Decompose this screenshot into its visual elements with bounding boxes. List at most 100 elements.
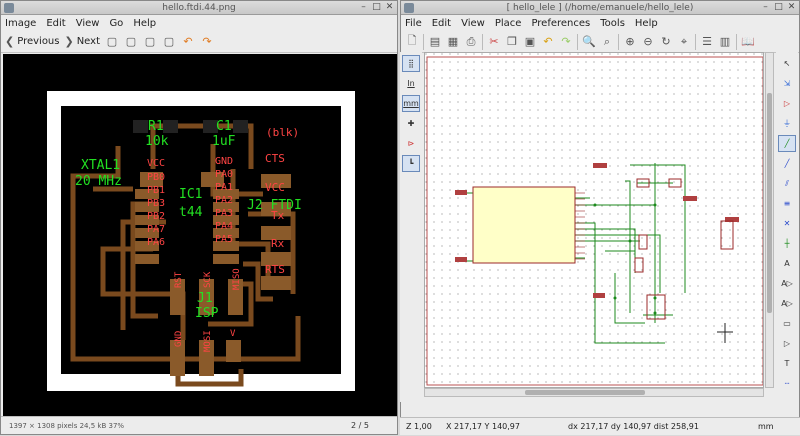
zoom-in-icon[interactable]: ⊕ xyxy=(623,34,637,50)
grid-toggle-icon[interactable]: ⣿ xyxy=(402,55,420,72)
library-editor-icon[interactable]: ▥ xyxy=(718,34,732,50)
graphic-line-icon[interactable]: ┄ xyxy=(778,375,796,392)
menu-tools[interactable]: Tools xyxy=(600,18,625,29)
zoom-out-icon[interactable]: ▢ xyxy=(124,34,138,50)
select-icon[interactable]: ↖ xyxy=(778,55,796,72)
viewer-toolbar: ❮ Previous ❯ Next ▢ ▢ ▢ ▢ ↶ ↷ xyxy=(1,31,397,53)
bus-to-bus-icon[interactable]: ≡ xyxy=(778,195,796,212)
menu-view[interactable]: View xyxy=(461,18,485,29)
schematic-drawing xyxy=(425,53,764,388)
pad-sck: SCK xyxy=(203,271,213,288)
c1-label: C1 xyxy=(216,119,232,134)
best-fit-icon[interactable]: ▢ xyxy=(162,34,176,50)
close-icon[interactable]: ✕ xyxy=(786,2,797,13)
vertical-scrollbar[interactable] xyxy=(765,52,774,388)
highlight-net-icon[interactable]: ⇲ xyxy=(778,75,796,92)
minimize-icon[interactable]: – xyxy=(760,2,771,13)
menu-place[interactable]: Place xyxy=(495,18,522,29)
kicad-menubar: File Edit View Place Preferences Tools H… xyxy=(401,15,799,31)
print-icon[interactable]: ⎙ xyxy=(464,34,478,50)
place-bus-icon[interactable]: ╱ xyxy=(778,155,796,172)
pad-pa2: PA2 xyxy=(215,195,233,206)
viewer-title: hello.ftdi.44.png xyxy=(162,3,236,13)
r1-value: 10k xyxy=(145,134,169,149)
viewer-menubar: Image Edit View Go Help xyxy=(1,15,397,31)
hierarchy-icon[interactable]: ☰ xyxy=(700,34,714,50)
r1-label: R1 xyxy=(148,119,164,134)
app-icon xyxy=(404,3,414,13)
global-label-icon[interactable]: A▷ xyxy=(778,275,796,292)
menu-edit[interactable]: Edit xyxy=(46,18,65,29)
pad-pb2: PB2 xyxy=(147,211,165,222)
redraw-icon[interactable]: ↻ xyxy=(659,34,673,50)
normal-size-icon[interactable]: ▢ xyxy=(143,34,157,50)
units-inch-button[interactable]: In xyxy=(402,75,420,92)
xtal-label: XTAL1 xyxy=(81,158,120,173)
minimize-icon[interactable]: – xyxy=(358,2,369,13)
menu-help[interactable]: Help xyxy=(133,18,156,29)
wire-to-bus-icon[interactable]: ⫽ xyxy=(778,175,796,192)
paste-icon[interactable]: ▣ xyxy=(523,34,537,50)
menu-help[interactable]: Help xyxy=(635,18,658,29)
horizontal-scroll-thumb[interactable] xyxy=(525,390,645,395)
cursor-shape-icon[interactable]: ✚ xyxy=(402,115,420,132)
hierarchical-label-icon[interactable]: A▷ xyxy=(778,295,796,312)
new-schematic-icon[interactable]: 🗋 xyxy=(405,34,419,50)
ic1-symbol[interactable] xyxy=(473,187,575,263)
find-icon[interactable]: 🔍 xyxy=(582,34,596,50)
hidden-pins-icon[interactable]: ⊳ xyxy=(402,135,420,152)
horizontal-scrollbar[interactable] xyxy=(424,388,764,397)
zoom-out-icon[interactable]: ⊖ xyxy=(641,34,655,50)
pad-pb1: PB1 xyxy=(147,185,165,196)
pad-pb3: PB3 xyxy=(147,198,165,209)
pad-pa5: PA5 xyxy=(215,234,233,245)
isp-label: ISP xyxy=(195,306,219,321)
copy-icon[interactable]: ❐ xyxy=(505,34,519,50)
cut-icon[interactable]: ✂ xyxy=(487,34,501,50)
redo-icon[interactable]: ↷ xyxy=(559,34,573,50)
cursor-position: X 217,17 Y 140,97 xyxy=(446,418,520,436)
next-button[interactable]: ❯ Next xyxy=(64,34,100,50)
menu-file[interactable]: File xyxy=(405,18,422,29)
pad-pa3: PA3 xyxy=(215,208,233,219)
menu-preferences[interactable]: Preferences xyxy=(531,18,590,29)
schematic-canvas[interactable] xyxy=(424,52,764,388)
menu-edit[interactable]: Edit xyxy=(432,18,451,29)
save-icon[interactable]: ▦ xyxy=(446,34,460,50)
rotate-right-icon[interactable]: ↷ xyxy=(200,34,214,50)
viewer-titlebar: hello.ftdi.44.png – □ ✕ xyxy=(1,1,397,15)
previous-button[interactable]: ❮ Previous xyxy=(5,34,59,50)
library-browser-icon[interactable]: 📖 xyxy=(741,34,755,50)
net-label-icon[interactable]: A xyxy=(778,255,796,272)
place-wire-icon[interactable]: ╱ xyxy=(778,135,796,152)
place-power-icon[interactable]: ⏚ xyxy=(778,115,796,132)
wire-angle-icon[interactable]: ┗ xyxy=(402,155,420,172)
close-icon[interactable]: ✕ xyxy=(384,2,395,13)
maximize-icon[interactable]: □ xyxy=(371,2,382,13)
pad-rst: RST xyxy=(174,271,184,288)
maximize-icon[interactable]: □ xyxy=(773,2,784,13)
options-toolbar: ⣿ In mm ✚ ⊳ ┗ xyxy=(400,52,422,402)
hierarchical-sheet-icon[interactable]: ▭ xyxy=(778,315,796,332)
find-replace-icon[interactable]: ⌕ xyxy=(600,34,614,50)
rotate-left-icon[interactable]: ↶ xyxy=(181,34,195,50)
menu-go[interactable]: Go xyxy=(109,18,123,29)
place-component-icon[interactable]: ▷ xyxy=(778,95,796,112)
undo-icon[interactable]: ↶ xyxy=(541,34,555,50)
zoom-in-icon[interactable]: ▢ xyxy=(105,34,119,50)
place-junction-icon[interactable]: ┼ xyxy=(778,235,796,252)
menu-image[interactable]: Image xyxy=(5,18,36,29)
drawing-toolbar: ↖ ⇲ ▷ ⏚ ╱ ╱ ⫽ ≡ ✕ ┼ A A▷ A▷ ▭ ▷ T ┄ xyxy=(776,52,798,402)
no-connect-icon[interactable]: ✕ xyxy=(778,215,796,232)
sheet-settings-icon[interactable]: ▤ xyxy=(428,34,442,50)
relative-position: dx 217,17 dy 140,97 dist 258,91 xyxy=(568,418,699,436)
menu-view[interactable]: View xyxy=(76,18,100,29)
import-sheet-pin-icon[interactable]: ▷ xyxy=(778,335,796,352)
units-mm-button[interactable]: mm xyxy=(402,95,420,112)
image-canvas: R1 10k C1 1uF XTAL1 20 MHz IC1 t44 J2 FT… xyxy=(3,54,397,417)
zoom-fit-icon[interactable]: ⌖ xyxy=(677,34,691,50)
place-text-icon[interactable]: T xyxy=(778,355,796,372)
units-readout: mm xyxy=(758,418,774,436)
pad-rx: Rx xyxy=(271,237,285,250)
vertical-scroll-thumb[interactable] xyxy=(767,93,772,313)
